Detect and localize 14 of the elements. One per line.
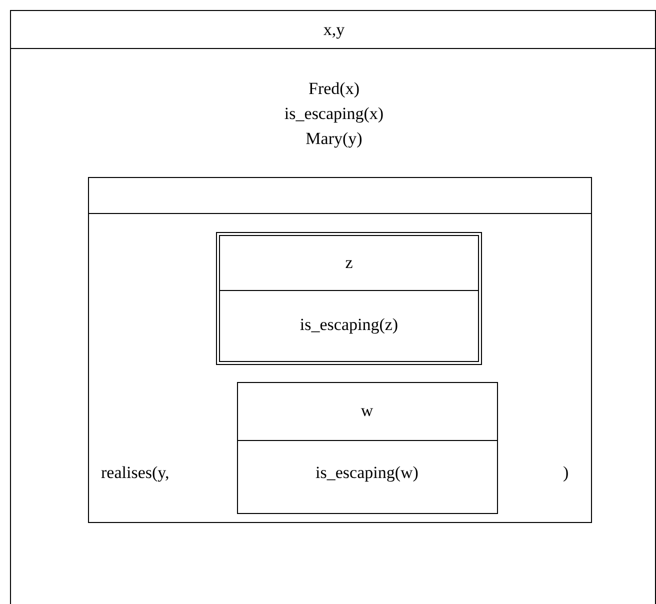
- discourse-referents: x,y: [323, 20, 345, 40]
- condition-text: Mary(y): [306, 129, 362, 149]
- condition-text: Fred(x): [308, 79, 360, 99]
- discourse-referent: z: [345, 253, 353, 273]
- discourse-referent: w: [360, 401, 374, 421]
- drs-box: [216, 232, 482, 365]
- predicate-text: ): [563, 463, 569, 483]
- condition-text: is_escaping(z): [300, 315, 398, 335]
- drs-box: [237, 382, 498, 514]
- condition-text: is_escaping(w): [316, 463, 418, 483]
- predicate-text: realises(y,: [101, 463, 170, 483]
- condition-text: is_escaping(x): [284, 104, 384, 124]
- drs-box: [10, 10, 656, 604]
- drs-box: [88, 177, 592, 523]
